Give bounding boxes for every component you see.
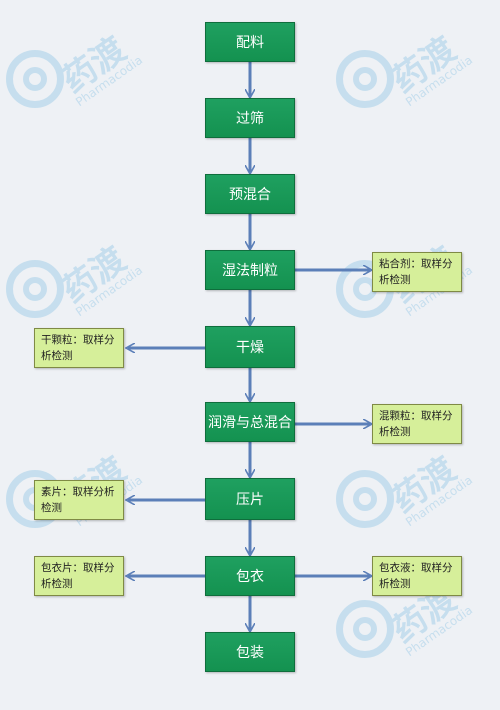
flowchart-canvas: 药渡 Pharmacodia 药渡 Pharmacodia 药渡 Pharmac… [0,22,500,686]
step-yuhunhe: 预混合 [205,174,295,214]
connector-layer [0,62,500,686]
step-guoshai: 过筛 [205,98,295,138]
step-runhua-zonghunhe: 润滑与总混合 [205,402,295,442]
note-binder-sampling: 粘合剂：取样分析检测 [372,252,462,292]
note-dry-granule-sampling: 干颗粒：取样分析检测 [34,328,124,368]
step-ganzao: 干燥 [205,326,295,368]
step-peiliao: 配料 [205,22,295,62]
note-mixed-granule-sampling: 混颗粒：取样分析检测 [372,404,462,444]
note-coating-liquid-sampling: 包衣液：取样分析检测 [372,556,462,596]
step-baozhuang: 包装 [205,632,295,672]
step-baoyi: 包衣 [205,556,295,596]
step-yapian: 压片 [205,478,295,520]
note-coated-tablet-sampling: 包衣片：取样分析检测 [34,556,124,596]
step-shifa-zhili: 湿法制粒 [205,250,295,290]
note-core-tablet-sampling: 素片：取样分析检测 [34,480,124,520]
